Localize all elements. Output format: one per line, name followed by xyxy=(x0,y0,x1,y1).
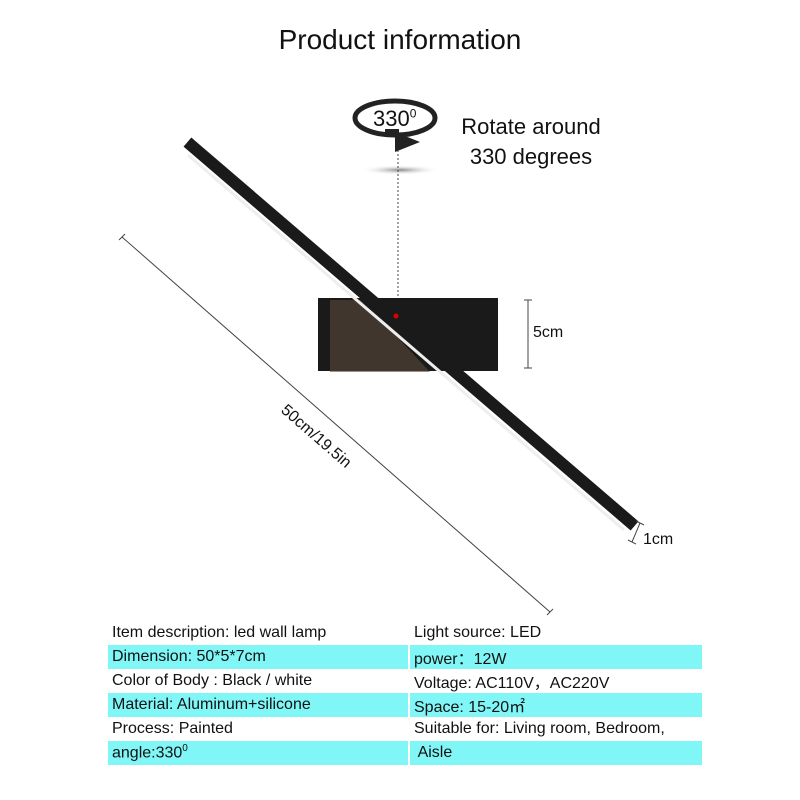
spec-cell: power：12W xyxy=(409,645,702,669)
rotation-badge: 3300 xyxy=(373,106,416,132)
spec-cell: Light source: LED xyxy=(414,624,542,641)
spec-cell: Color of Body : Black / white xyxy=(108,669,410,693)
spec-cell: Dimension: 50*5*7cm xyxy=(108,645,410,669)
height-label: 5cm xyxy=(533,324,564,341)
thickness-label: 1cm xyxy=(643,531,674,548)
spec-cell: Material: Aluminum+silicone xyxy=(108,693,410,717)
spec-cell: Suitable for: Living room, Bedroom, xyxy=(414,720,665,737)
thickness-dimension-line xyxy=(627,520,645,545)
lamp-bar xyxy=(183,137,639,532)
spec-cell: Aisle xyxy=(409,741,702,765)
spec-cell: Voltage: AC110V，AC220V xyxy=(414,675,610,692)
rotation-caption: Rotate around 330 degrees xyxy=(446,112,616,172)
angle-text: angle:330 xyxy=(112,744,183,762)
spec-cell: Process: Painted xyxy=(108,717,410,741)
length-dimension-line xyxy=(118,233,554,616)
rotate-arrow-icon xyxy=(352,98,440,175)
page-title: Product information xyxy=(278,24,522,55)
rotation-line-2: 330 degrees xyxy=(469,144,593,169)
spec-cell: Space: 15-20㎡ xyxy=(409,693,702,717)
degree-mark: 0 xyxy=(182,743,188,755)
degree-mark: 0 xyxy=(409,106,417,121)
spec-cell: Item description: led wall lamp xyxy=(108,621,410,645)
spec-cell: angle:3300 xyxy=(108,741,410,765)
height-dimension-line xyxy=(524,299,532,369)
rotation-line-1: Rotate around xyxy=(461,114,601,139)
pivot-dot xyxy=(393,313,399,319)
table-row: angle:3300 Aisle xyxy=(108,741,702,765)
rotation-badge-value: 330 xyxy=(373,106,410,131)
